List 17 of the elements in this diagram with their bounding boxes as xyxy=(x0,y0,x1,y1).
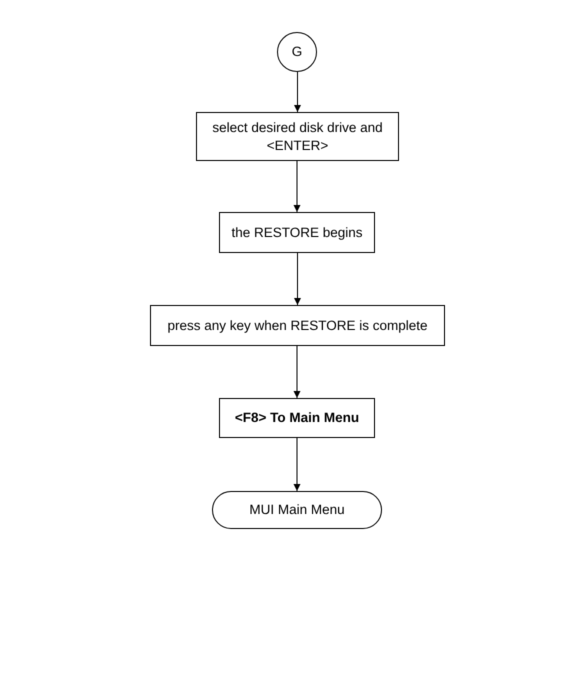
arrow xyxy=(294,438,300,492)
arrow xyxy=(294,346,300,398)
terminal-shape xyxy=(212,491,382,529)
node-text: select desired disk drive and <ENTER> xyxy=(211,118,384,154)
connector-circle xyxy=(277,32,317,72)
process-box xyxy=(150,305,445,346)
arrow xyxy=(294,72,301,112)
node-text: <F8> To Main Menu xyxy=(234,409,360,427)
arrow xyxy=(294,252,301,306)
node-text: G xyxy=(290,43,304,61)
process-box xyxy=(219,398,375,438)
node-text: the RESTORE begins xyxy=(230,224,364,242)
process-box xyxy=(219,212,375,253)
node-text: MUI Main Menu xyxy=(248,501,346,519)
node-text: press any key when RESTORE is complete xyxy=(166,316,429,334)
arrow xyxy=(294,160,300,212)
process-box xyxy=(196,112,399,161)
